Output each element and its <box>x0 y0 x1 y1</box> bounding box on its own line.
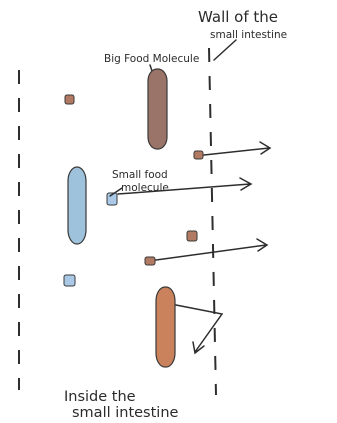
right-intestine-wall <box>208 47 217 396</box>
small-food-molecule-1 <box>64 94 75 105</box>
small-food-molecule-3 <box>186 230 198 242</box>
bounce-arrow <box>175 304 224 355</box>
small-food-molecule-blue-2 <box>63 274 76 287</box>
big-food-molecule-brown <box>147 68 168 150</box>
big-food-molecule-orange <box>155 286 176 368</box>
absorption-arrow-1 <box>203 141 272 156</box>
small-molecule-pointer <box>109 187 123 197</box>
inside-label-line1: Inside the <box>64 389 136 405</box>
wall-label-line2: small intestine <box>210 29 287 41</box>
absorption-arrow-3 <box>155 238 269 261</box>
wall-label-line1: Wall of the <box>198 8 278 26</box>
big-food-molecule-blue <box>67 166 87 245</box>
wall-pointer-line <box>213 39 237 61</box>
absorption-arrow-2 <box>117 177 253 195</box>
small-food-molecule-4 <box>144 256 156 266</box>
small-molecule-label-line1: Small food <box>112 169 168 181</box>
inside-label-line2: small intestine <box>72 405 179 421</box>
big-molecule-label: Big Food Molecule <box>104 53 199 65</box>
small-food-molecule-2 <box>193 150 204 160</box>
